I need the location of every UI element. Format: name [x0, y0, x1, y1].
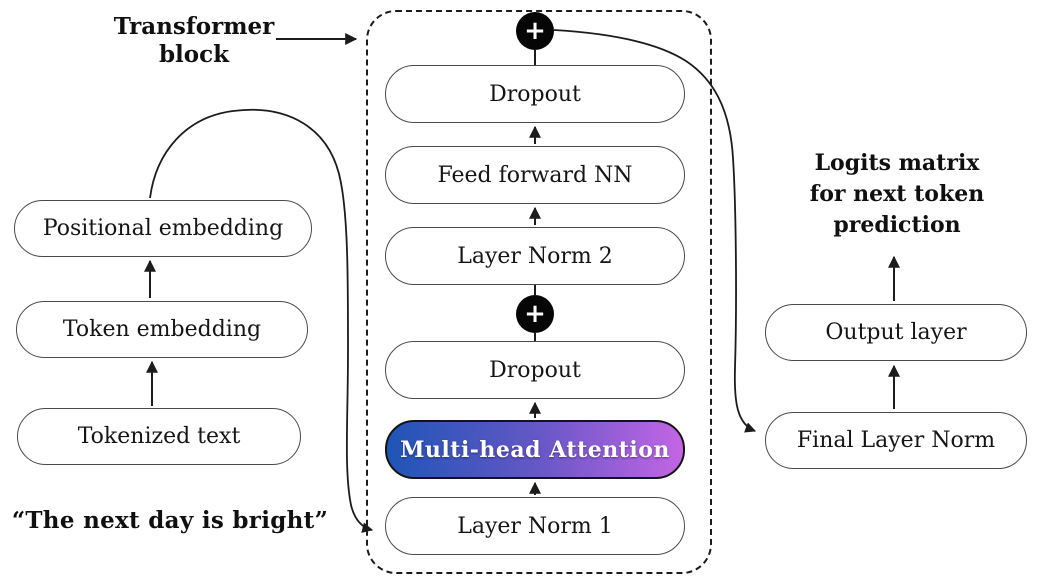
plus-glyph: +	[524, 16, 546, 46]
residual-add-icon-middle: +	[516, 295, 554, 333]
label-logits-line1: Logits matrix	[814, 150, 980, 176]
transformer-block-container	[366, 10, 712, 574]
label-input-quote: “The next day is bright”	[11, 507, 329, 534]
node-positional-embedding: Positional embedding	[14, 200, 312, 257]
node-multi-head-attention: Multi-head Attention	[385, 420, 685, 479]
label-transformer-block-line1: Transformer	[113, 13, 275, 40]
label-logits-line3: prediction	[833, 212, 961, 238]
node-final-layer-norm: Final Layer Norm	[765, 412, 1027, 469]
label-logits-line2: for next token	[809, 181, 985, 207]
arc-posemb-to-ln1	[149, 109, 374, 533]
arc-add-to-finalln	[553, 29, 757, 433]
node-layer-norm-2: Layer Norm 2	[385, 227, 685, 285]
label-transformer-block: Transformer block	[104, 13, 284, 69]
node-tokenized-text: Tokenized text	[17, 408, 301, 465]
label-logits-matrix: Logits matrix for next token prediction	[790, 148, 1004, 241]
node-dropout-lower: Dropout	[385, 341, 685, 399]
residual-add-icon-top: +	[516, 12, 554, 50]
plus-glyph: +	[524, 299, 546, 329]
node-feed-forward-nn: Feed forward NN	[385, 146, 685, 204]
node-output-layer: Output layer	[765, 304, 1027, 361]
node-dropout-upper: Dropout	[385, 65, 685, 123]
node-layer-norm-1: Layer Norm 1	[385, 497, 685, 555]
node-token-embedding: Token embedding	[16, 301, 308, 358]
label-transformer-block-line2: block	[158, 41, 230, 68]
